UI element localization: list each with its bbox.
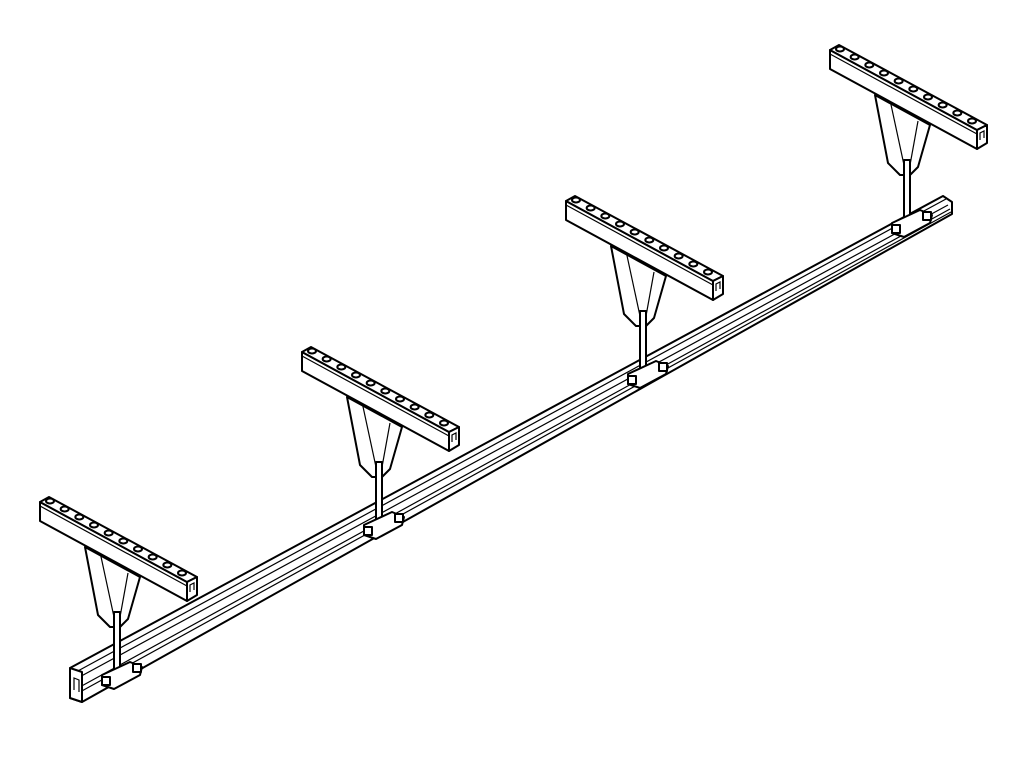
strut-rail [69,195,953,703]
hanger-assembly-1 [39,496,198,690]
hanger-assembly-4 [829,44,988,238]
hanger-assembly-3 [565,195,724,389]
hanger-assembly-2 [301,346,460,540]
